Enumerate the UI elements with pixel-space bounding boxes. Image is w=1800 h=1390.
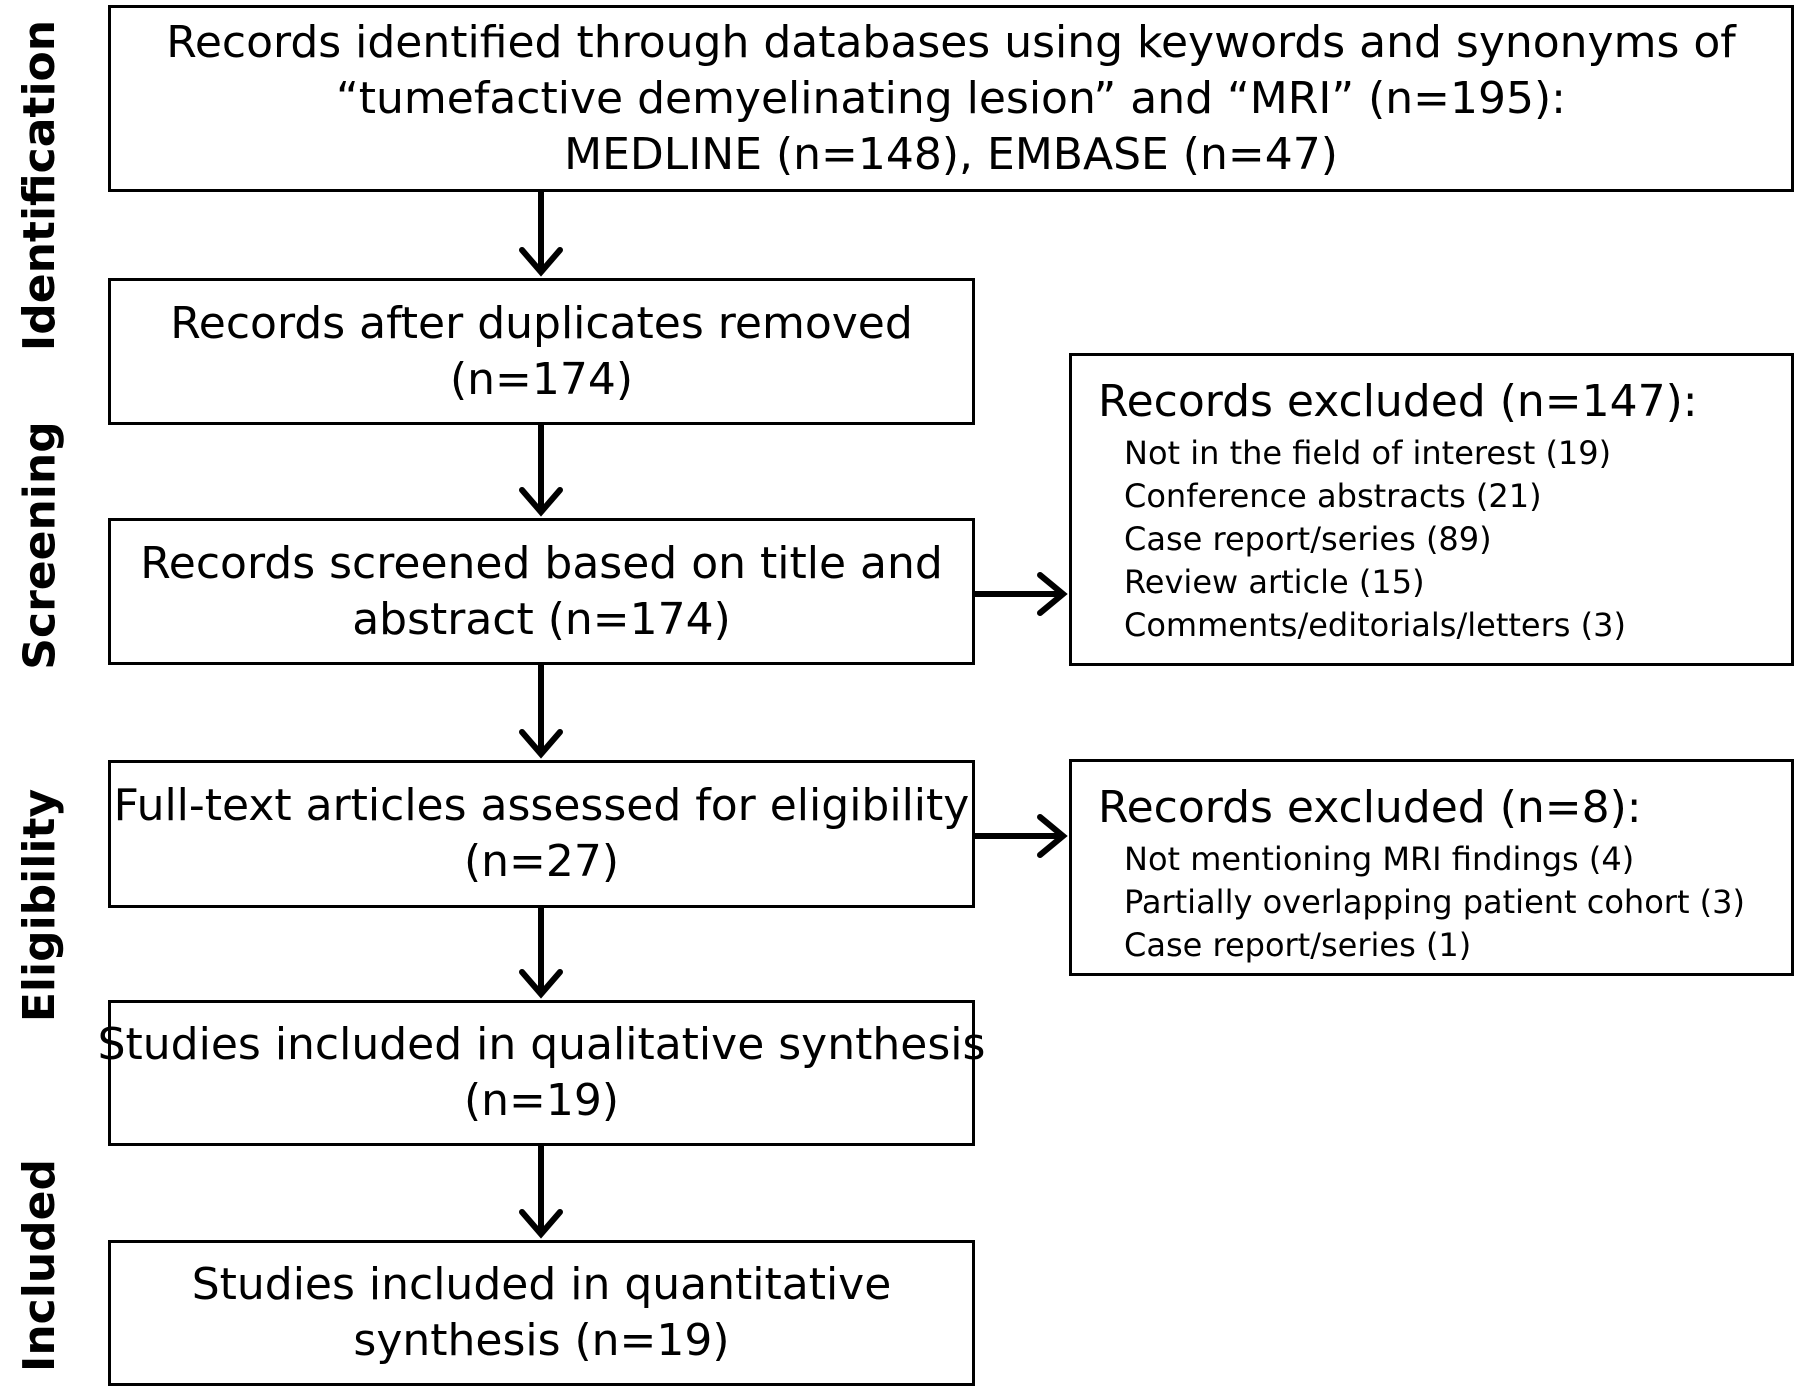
qualitative-synthesis-box: Studies included in qualitative synthesi… [98,1000,985,1146]
fulltext-line: (n=27) [463,836,620,887]
screening-excluded-item: Not in the field of interest (19) [1124,434,1612,472]
eligibility-excluded-item: Partially overlapping patient cohort (3) [1124,883,1745,921]
identification-line: “tumefactive demyelinating lesion” and “… [335,72,1566,124]
identification-line: MEDLINE (n=148), EMBASE (n=47) [564,128,1338,180]
arrow-down-3 [519,662,563,759]
screening-excluded-title: Records excluded (n=147): [1098,376,1698,427]
identification-line: Records identified through databases usi… [166,16,1736,68]
qualitative-line: Studies included in qualitative synthesi… [97,1019,986,1070]
identification-box: Records identified through databases usi… [108,5,1794,192]
eligibility-excluded-item: Not mentioning MRI findings (4) [1124,840,1635,878]
fulltext-line: Full-text articles assessed for eligibil… [113,780,970,831]
screened-line: abstract (n=174) [352,593,731,645]
screening-excluded-item: Case report/series (89) [1124,520,1492,558]
duplicates-line: Records after duplicates removed [170,297,913,349]
qualitative-line: (n=19) [463,1075,620,1126]
screening-excluded-item: Comments/editorials/letters (3) [1124,606,1626,644]
quantitative-line: Studies included in quantitative [191,1259,892,1310]
screened-box: Records screened based on title and abst… [108,518,975,665]
screening-excluded-item: Review article (15) [1124,563,1425,601]
eligibility-excluded-box: Records excluded (n=8): Not mentioning M… [1069,759,1794,976]
eligibility-excluded-item: Case report/series (1) [1124,926,1472,964]
arrow-down-4 [519,905,563,999]
duplicates-line: (n=174) [449,353,634,405]
arrow-down-1 [519,189,563,277]
arrow-right-screening [972,572,1068,616]
screened-line: Records screened based on title and [140,537,943,589]
screening-excluded-box: Records excluded (n=147): Not in the fie… [1069,353,1794,666]
arrow-down-5 [519,1143,563,1239]
quantitative-synthesis-box: Studies included in quantitative synthes… [108,1240,975,1386]
eligibility-excluded-title: Records excluded (n=8): [1098,782,1642,833]
arrow-down-2 [519,422,563,517]
arrow-right-eligibility [972,814,1068,858]
duplicates-removed-box: Records after duplicates removed (n=174) [108,278,975,425]
screening-excluded-item: Conference abstracts (21) [1124,477,1542,515]
quantitative-line: synthesis (n=19) [353,1315,730,1366]
